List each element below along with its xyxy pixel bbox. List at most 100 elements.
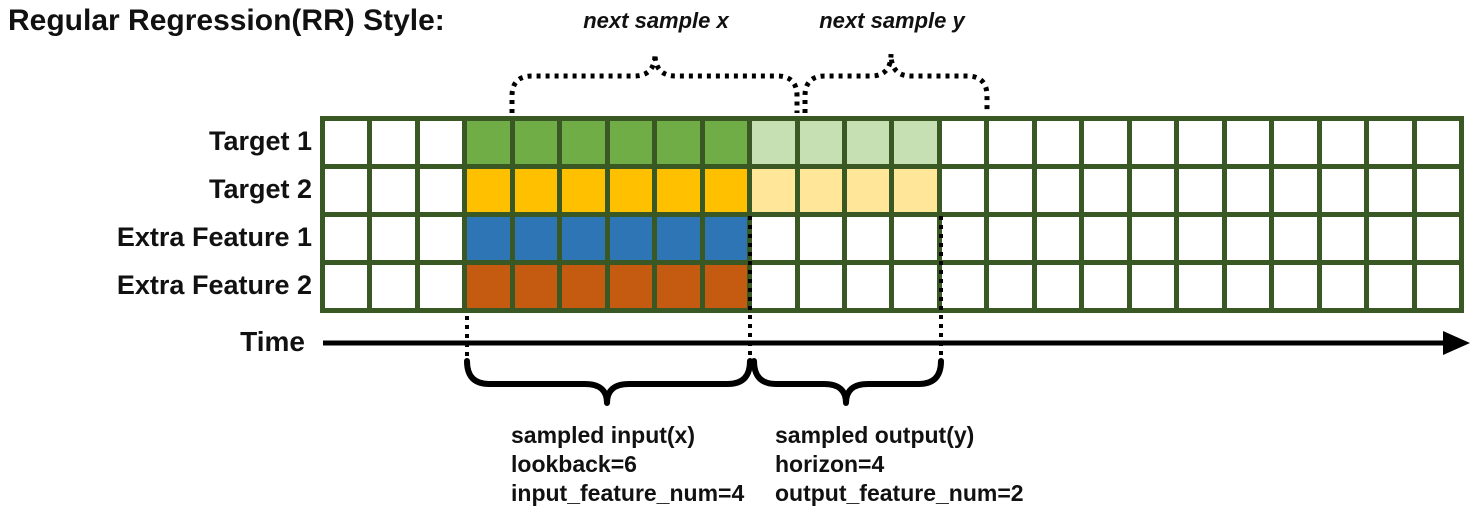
- sampled-input-note: sampled input(x) lookback=6 input_featur…: [511, 421, 744, 508]
- grid-cell: [325, 121, 368, 164]
- grid-cell: [467, 169, 510, 212]
- grid-cell: [752, 217, 795, 260]
- grid-cell: [752, 169, 795, 212]
- grid-cell: [657, 121, 700, 164]
- grid-cell: [1369, 265, 1412, 308]
- grid-cell: [704, 217, 748, 260]
- grid-cell: [372, 169, 415, 212]
- grid-cell: [467, 217, 510, 260]
- time-axis-arrowhead: [1443, 331, 1470, 355]
- next-sample-y-label: next sample y: [819, 8, 965, 33]
- horizon-value: horizon=4: [775, 451, 885, 477]
- grid-cell: [1416, 169, 1459, 212]
- grid-cell: [419, 217, 463, 260]
- grid-cell: [1321, 217, 1365, 260]
- grid-cell: [752, 121, 795, 164]
- grid-cell: [1226, 169, 1270, 212]
- grid-cell: [894, 169, 937, 212]
- grid-cell: [419, 265, 463, 308]
- grid-cell: [1084, 121, 1127, 164]
- grid-cell: [1321, 169, 1365, 212]
- grid-cell: [1131, 217, 1175, 260]
- sample-grid: [320, 116, 1464, 313]
- grid-cell: [799, 217, 843, 260]
- grid-cell: [372, 217, 415, 260]
- time-axis-label: Time: [240, 326, 305, 357]
- grid-cell: [1369, 121, 1412, 164]
- grid-cell: [657, 169, 700, 212]
- sampled-input-brace: [464, 358, 753, 406]
- sampled-output-title: sampled output(y): [775, 422, 975, 448]
- grid-cell: [847, 217, 890, 260]
- grid-cell: [1369, 217, 1412, 260]
- grid-cell: [847, 169, 890, 212]
- grid-cell: [704, 121, 748, 164]
- sampled-output-brace: [751, 358, 944, 406]
- grid-cell: [894, 217, 937, 260]
- sampled-output-note: sampled output(y) horizon=4 output_featu…: [775, 421, 1024, 508]
- grid-cell: [989, 265, 1032, 308]
- grid-cell: [1416, 265, 1459, 308]
- grid-cell: [514, 217, 558, 260]
- grid-cell: [704, 265, 748, 308]
- grid-cell: [1416, 121, 1459, 164]
- grid-cell: [799, 265, 843, 308]
- next-sample-y-brace: [802, 53, 990, 113]
- grid-cell: [1131, 169, 1175, 212]
- grid-cell: [1416, 217, 1459, 260]
- grid-cell: [325, 217, 368, 260]
- row-label-extra-feature-2: Extra Feature 2: [116, 270, 312, 300]
- grid-cell: [562, 217, 605, 260]
- grid-cell: [562, 265, 605, 308]
- grid-cell: [657, 217, 700, 260]
- grid-cell: [989, 121, 1032, 164]
- grid-cell: [1369, 169, 1412, 212]
- grid-cell: [941, 121, 985, 164]
- grid-cell: [1036, 169, 1080, 212]
- grid-cell: [467, 121, 510, 164]
- grid-cell: [514, 169, 558, 212]
- grid-cell: [1226, 121, 1270, 164]
- next-sample-x-label: next sample x: [583, 8, 729, 33]
- grid-cell: [657, 265, 700, 308]
- grid-cell: [467, 265, 510, 308]
- grid-cell: [325, 265, 368, 308]
- grid-cell: [941, 265, 985, 308]
- grid-cell: [1084, 217, 1127, 260]
- grid-cell: [419, 169, 463, 212]
- grid-cell: [894, 265, 937, 308]
- grid-cell: [514, 265, 558, 308]
- grid-cell: [1036, 217, 1080, 260]
- grid-cell: [372, 121, 415, 164]
- grid-cell: [1036, 265, 1080, 308]
- next-sample-x-brace: [509, 53, 800, 113]
- grid-cell: [1036, 121, 1080, 164]
- lookback-value: lookback=6: [511, 451, 637, 477]
- grid-cell: [1179, 265, 1222, 308]
- grid-cell: [609, 169, 653, 212]
- row-label-target-2: Target 2: [208, 174, 312, 204]
- grid-cell: [941, 169, 985, 212]
- grid-cell: [894, 121, 937, 164]
- grid-cell: [1274, 265, 1317, 308]
- grid-cell: [1084, 265, 1127, 308]
- grid-cell: [1274, 217, 1317, 260]
- grid-cell: [562, 121, 605, 164]
- row-label-extra-feature-1: Extra Feature 1: [116, 222, 312, 252]
- grid-cell: [1226, 265, 1270, 308]
- grid-cell: [609, 121, 653, 164]
- grid-cell: [325, 169, 368, 212]
- sampled-input-title: sampled input(x): [511, 422, 696, 448]
- grid-cell: [514, 121, 558, 164]
- grid-cell: [1179, 217, 1222, 260]
- grid-cell: [609, 265, 653, 308]
- grid-cell: [1131, 121, 1175, 164]
- grid-cell: [1274, 121, 1317, 164]
- grid-cell: [1321, 265, 1365, 308]
- grid-cell: [847, 265, 890, 308]
- grid-cell: [941, 217, 985, 260]
- grid-cell: [989, 217, 1032, 260]
- grid-cell: [799, 169, 843, 212]
- grid-cell: [847, 121, 890, 164]
- input-feature-num-value: input_feature_num=4: [511, 480, 745, 506]
